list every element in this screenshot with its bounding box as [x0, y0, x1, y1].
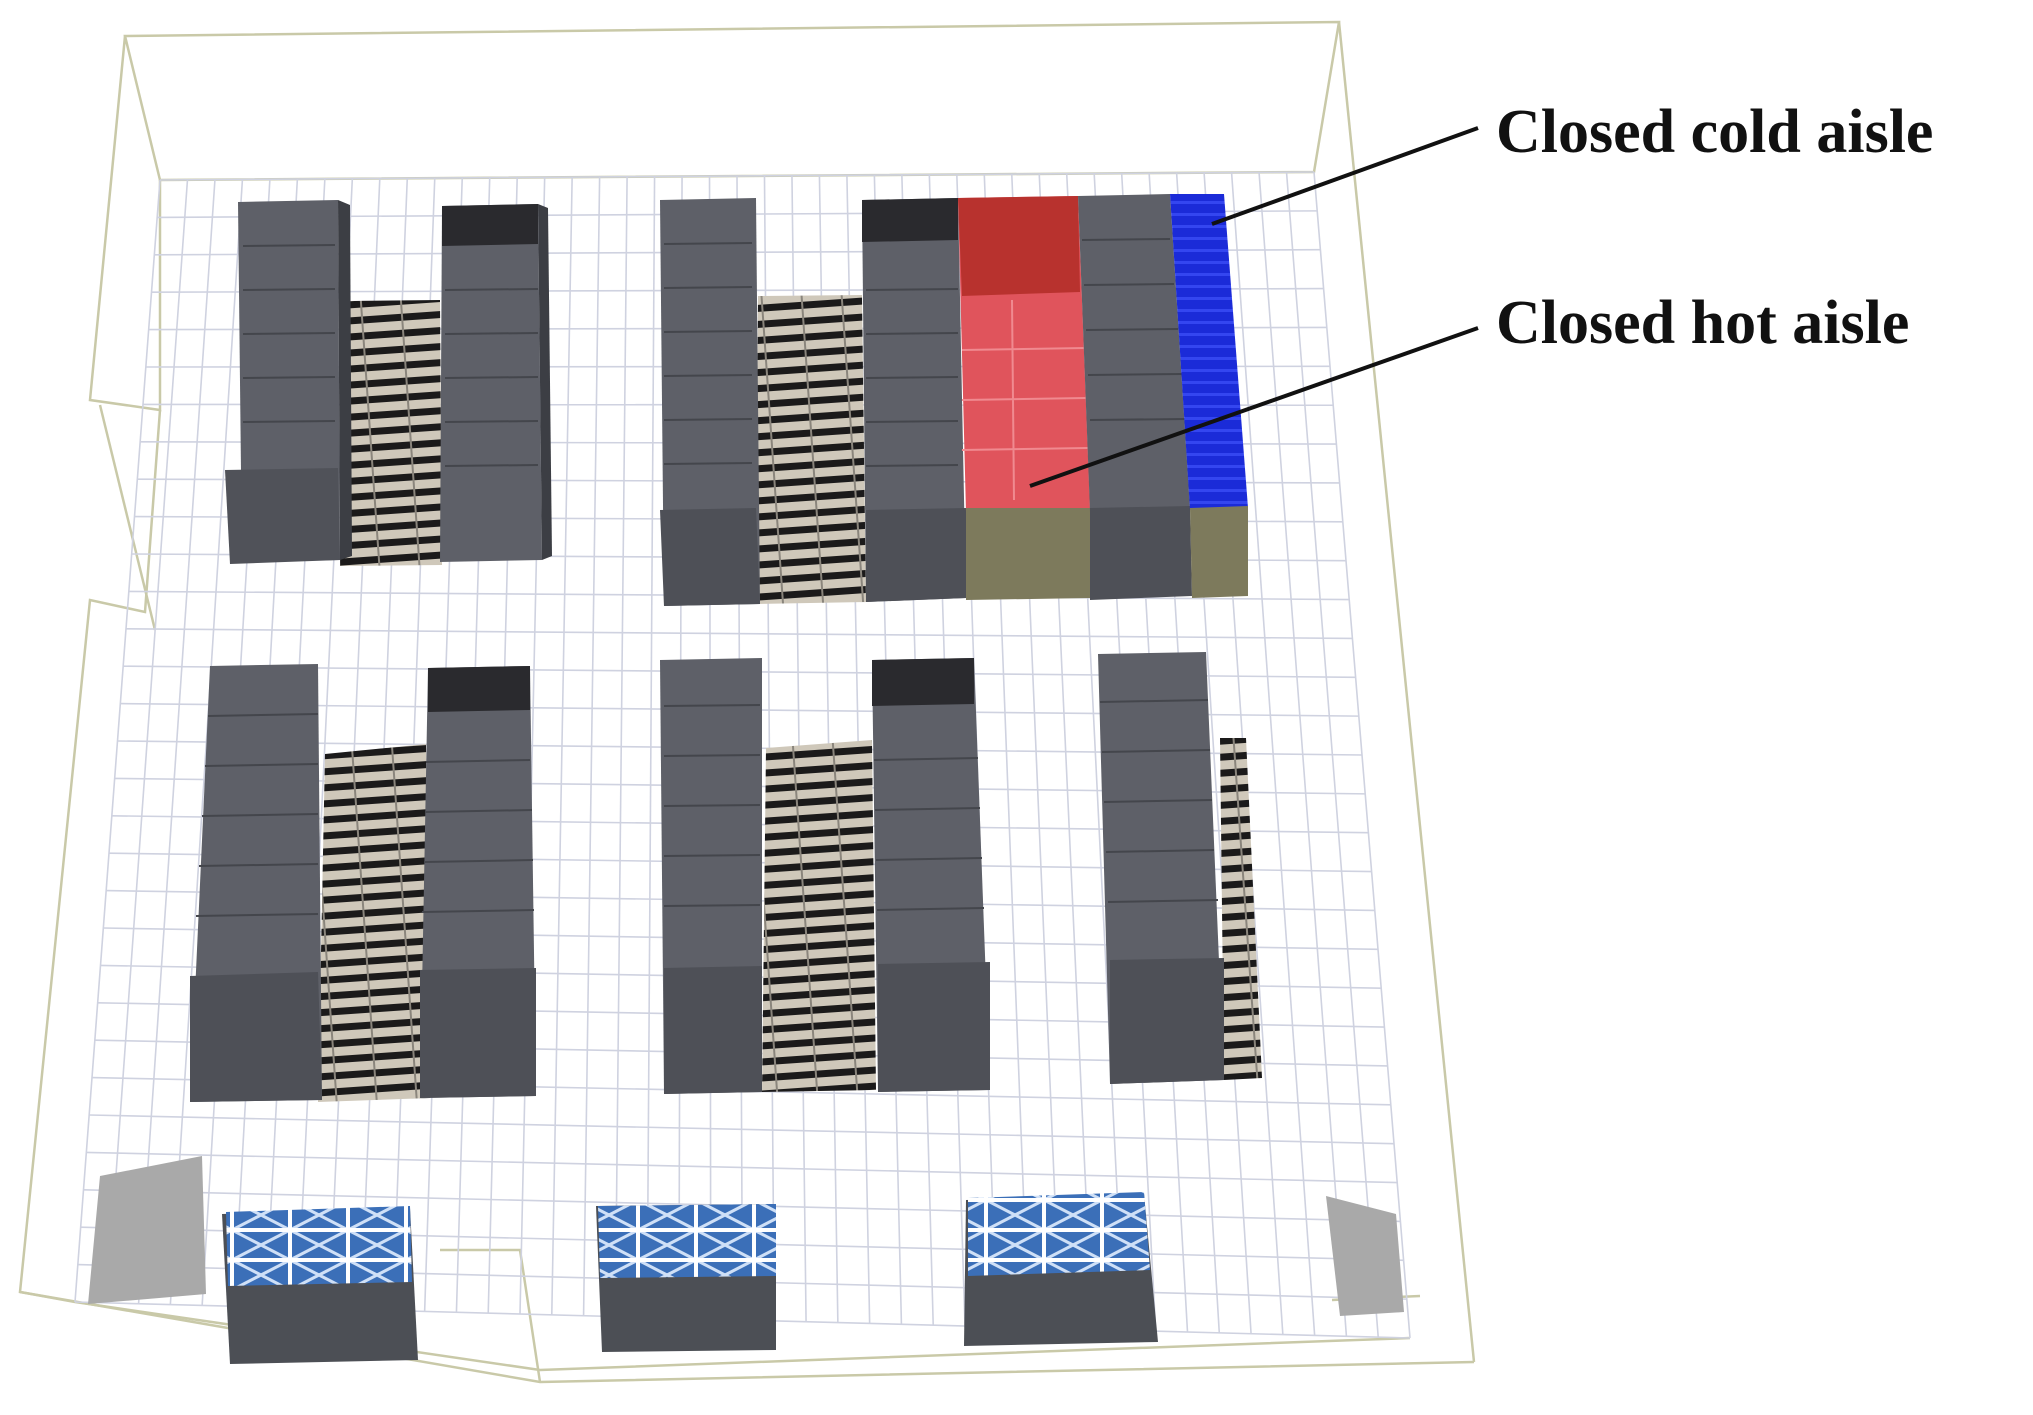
- rack-row-bottom-left-b: [420, 666, 536, 1098]
- grid-line: [125, 628, 1353, 640]
- crac-units: [222, 1192, 1158, 1364]
- grid-line: [86, 1151, 1398, 1184]
- perforated-tile-row-4: [762, 740, 876, 1092]
- hot-aisle-label: Closed hot aisle: [1496, 289, 1910, 357]
- perforated-floor-tiles: [318, 295, 1262, 1102]
- door-panels: [88, 1156, 1404, 1316]
- rack-row-bottom-left-a: [190, 664, 322, 1102]
- rack-row-top-right-c: [1078, 194, 1192, 600]
- crac-unit-1: [222, 1206, 418, 1364]
- door-panel-right: [1326, 1196, 1404, 1316]
- door-panel-left: [88, 1156, 206, 1304]
- leader-lines: [1029, 126, 1479, 488]
- cold-aisle-label: Closed cold aisle: [1496, 98, 1934, 166]
- leader-line-cold-aisle: [1211, 126, 1479, 226]
- rack-row-bottom-right: [1098, 652, 1224, 1084]
- rack-row-top-left-b: [440, 204, 552, 562]
- grid-line: [89, 1114, 1395, 1145]
- perforated-tile-row-3: [318, 744, 430, 1102]
- hot-aisle-containment: [958, 196, 1090, 600]
- rack-row-bottom-mid-b: [872, 658, 990, 1092]
- perforated-tile-row-5: [1220, 738, 1262, 1080]
- perforated-tile-row-2: [756, 295, 866, 604]
- grid-line: [159, 171, 1315, 181]
- rack-row-bottom-mid-a: [660, 658, 762, 1094]
- server-racks: [190, 194, 1248, 1102]
- rack-row-top-right-a: [660, 198, 760, 606]
- rack-row-top-left-a: [225, 200, 352, 564]
- perforated-tile-row-1: [340, 300, 442, 566]
- crac-unit-2: [596, 1204, 776, 1352]
- crac-unit-3: [964, 1192, 1158, 1346]
- rack-row-top-right-b: [862, 198, 966, 602]
- leader-line-hot-aisle: [1029, 326, 1479, 488]
